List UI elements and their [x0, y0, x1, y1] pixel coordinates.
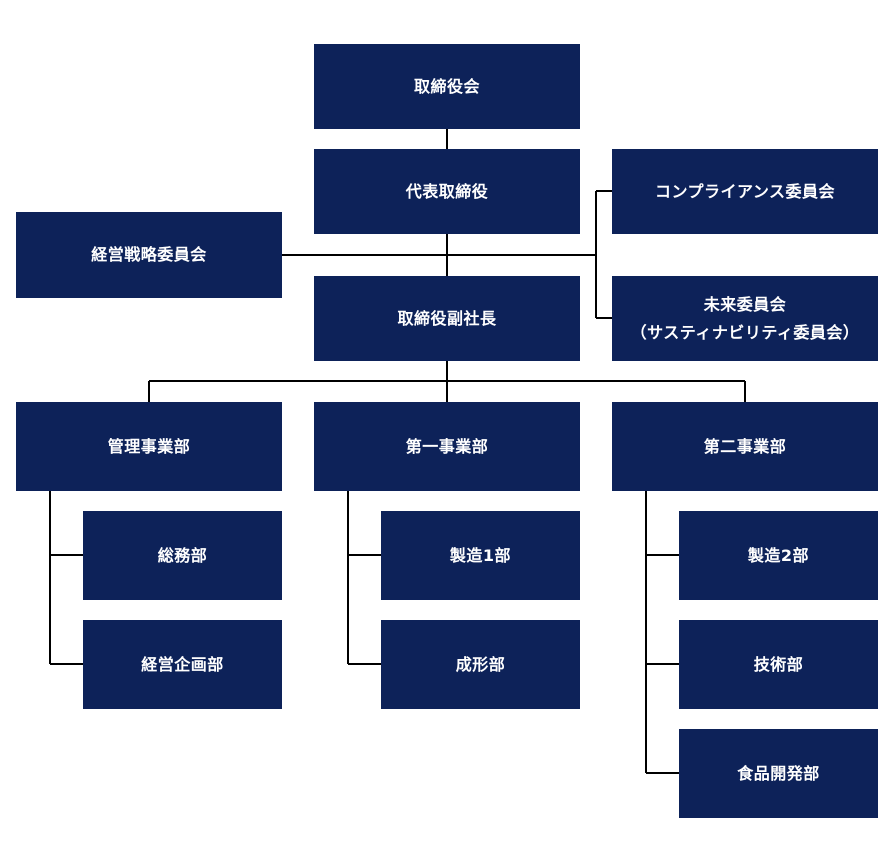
general-affairs-dept-box: 総務部 — [83, 511, 282, 600]
second-division-box: 第二事業部 — [612, 402, 878, 491]
board-of-directors-box: 取締役会 — [314, 44, 580, 129]
future-committee-box: 未来委員会 （サスティナビリティ委員会） — [612, 276, 878, 361]
future-committee-label: 未来委員会 — [703, 294, 787, 314]
strategy-committee-label: 経営戦略委員会 — [91, 245, 207, 264]
food-development-dept-box: 食品開発部 — [679, 729, 878, 818]
vice-president-label: 取締役副社長 — [397, 308, 497, 328]
manufacturing-1-dept-box: 製造1部 — [381, 511, 580, 600]
admin-division-box: 管理事業部 — [16, 402, 282, 491]
manufacturing-2-dept-label: 製造2部 — [747, 545, 810, 565]
vice-president-box: 取締役副社長 — [314, 276, 580, 361]
general-affairs-dept-label: 総務部 — [157, 545, 208, 565]
molding-dept-box: 成形部 — [381, 620, 580, 709]
compliance-committee-label: コンプライアンス委員会 — [654, 181, 836, 201]
second-division-label: 第二事業部 — [703, 436, 787, 456]
strategy-committee-box: 経営戦略委員会 — [16, 212, 282, 298]
corporate-planning-dept-label: 経営企画部 — [141, 654, 224, 674]
first-division-label: 第一事業部 — [405, 436, 489, 456]
sustainability-committee-label: （サスティナビリティ委員会） — [630, 322, 860, 342]
manufacturing-2-dept-box: 製造2部 — [679, 511, 878, 600]
board-of-directors-label: 取締役会 — [413, 76, 480, 96]
first-division-box: 第一事業部 — [314, 402, 580, 491]
technology-dept-label: 技術部 — [753, 654, 804, 674]
food-development-dept-label: 食品開発部 — [737, 763, 820, 783]
technology-dept-box: 技術部 — [679, 620, 878, 709]
manufacturing-1-dept-label: 製造1部 — [449, 545, 512, 565]
compliance-committee-box: コンプライアンス委員会 — [612, 149, 878, 234]
representative-director-label: 代表取締役 — [405, 181, 489, 201]
representative-director-box: 代表取締役 — [314, 149, 580, 234]
corporate-planning-dept-box: 経営企画部 — [83, 620, 282, 709]
admin-division-label: 管理事業部 — [107, 436, 191, 456]
molding-dept-label: 成形部 — [455, 654, 506, 674]
